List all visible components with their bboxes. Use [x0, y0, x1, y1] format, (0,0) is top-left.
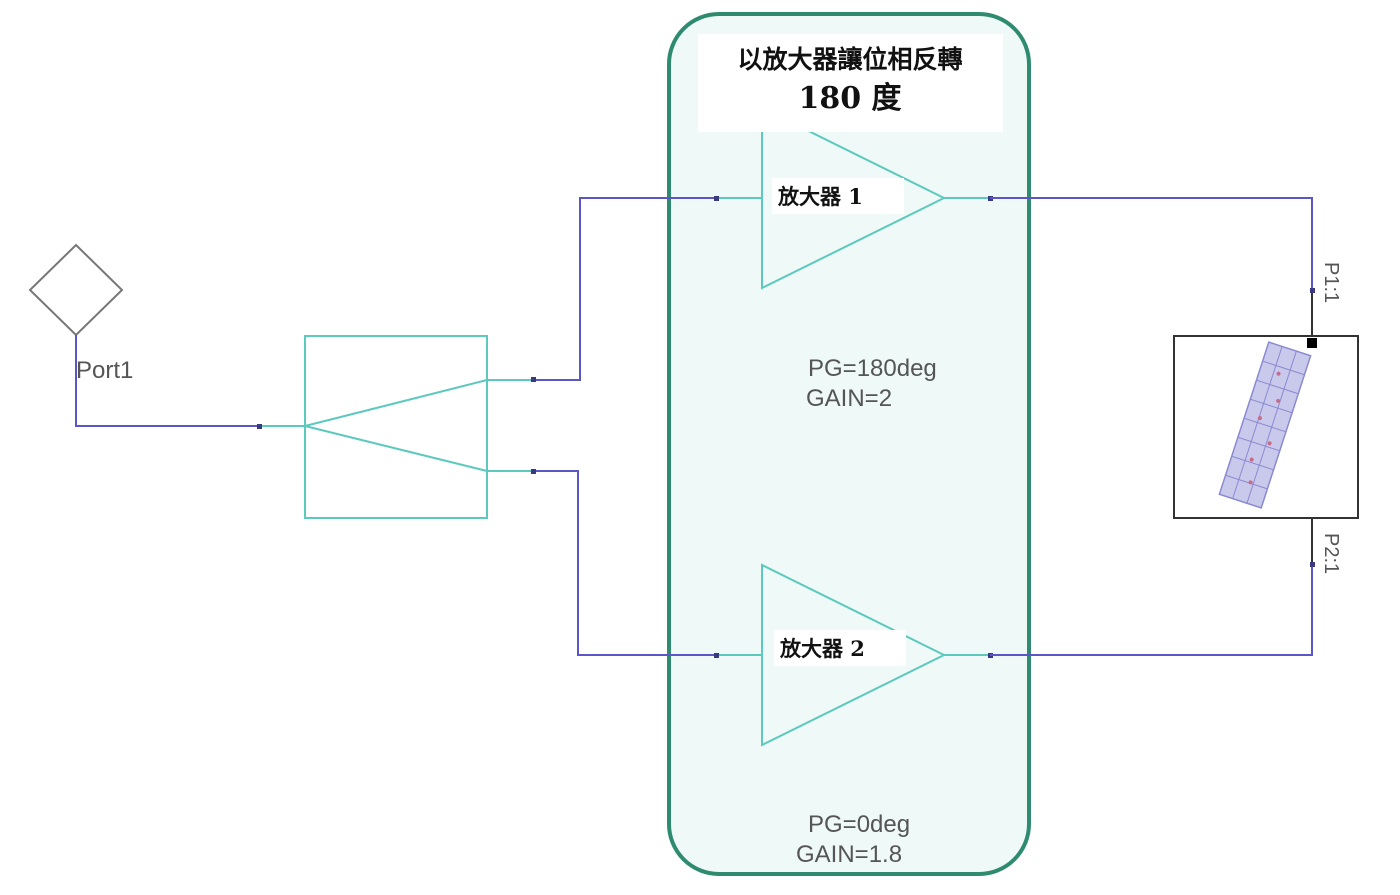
splitter-branches [304, 379, 488, 472]
amplifier-2-symbol[interactable] [761, 563, 947, 747]
antenna-pattern-icon [1218, 341, 1312, 509]
load-port1-marker [1307, 338, 1317, 348]
amplifier-1-symbol[interactable] [761, 106, 947, 290]
wire-to-amp2 [533, 470, 716, 656]
amp1-label-bg [772, 178, 904, 214]
load-port1-label: P1:1 [1320, 262, 1342, 303]
wire-amp2-to-load [990, 565, 1313, 656]
splitter-box [304, 335, 488, 519]
amp2-gain: GAIN=1.8 [796, 841, 902, 868]
wire-node-dot [531, 469, 536, 474]
amp2-label: 放大器 2 [779, 636, 865, 661]
amp1-gain: GAIN=2 [806, 385, 892, 412]
wire-port-to-splitter [75, 335, 260, 427]
wire-node-dot [531, 377, 536, 382]
amplifier-highlight-region [667, 12, 1031, 876]
port1-label: Port1 [76, 357, 133, 384]
power-splitter[interactable] [304, 335, 488, 519]
title-line2: 180 度 [798, 81, 901, 116]
amp1-label: 放大器 1 [777, 184, 863, 209]
title-box [698, 34, 1003, 132]
wire-node-dot [257, 424, 262, 429]
wire-node-dot [1310, 562, 1315, 567]
amp1-pg: PG=180deg [808, 355, 937, 382]
wire-node-dot [1310, 288, 1315, 293]
wire-node-dot [714, 196, 719, 201]
port1-symbol[interactable] [28, 243, 124, 337]
amp2-label-bg [774, 630, 906, 666]
title-line1: 以放大器讓位相反轉 [737, 45, 962, 74]
amp2-pg: PG=0deg [808, 811, 910, 838]
load-antenna-block[interactable] [1173, 335, 1359, 519]
load-port2-label: P2:1 [1320, 533, 1342, 574]
wire-node-dot [714, 653, 719, 658]
wire-to-amp1 [533, 197, 716, 381]
wire-amp1-to-load [990, 197, 1313, 290]
